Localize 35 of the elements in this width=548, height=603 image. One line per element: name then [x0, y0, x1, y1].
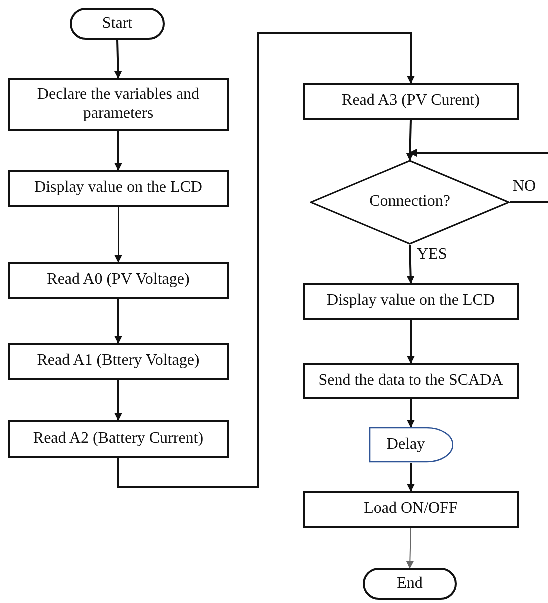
arrow — [409, 149, 548, 157]
node-label: Read A0 (PV Voltage) — [46, 271, 191, 290]
node-label: Display value on the LCD — [34, 179, 204, 198]
arrow — [407, 320, 415, 364]
arrow — [118, 32, 415, 488]
process-box — [8, 170, 229, 207]
node-label: End — [396, 574, 424, 594]
process-box — [8, 78, 229, 131]
node-label: Read A2 (Battery Current) — [32, 430, 205, 448]
node-label: Delay — [386, 436, 426, 454]
process-box — [303, 491, 519, 528]
node-label: Load ON/OFF — [363, 500, 459, 519]
arrow — [114, 131, 122, 171]
process-box — [303, 83, 519, 120]
arrow — [406, 244, 415, 284]
arrow — [407, 399, 415, 428]
process-box — [8, 262, 229, 299]
arrow — [406, 120, 414, 161]
arrow — [114, 299, 122, 344]
arrow — [114, 206, 122, 263]
arrow — [114, 380, 122, 421]
node-label: Start — [101, 14, 134, 34]
node-label: Declare the variables and parameters — [36, 86, 201, 123]
process-box — [303, 283, 519, 320]
arrow — [114, 40, 122, 79]
node-label: Read A3 (PV Curent) — [341, 92, 481, 111]
arrow — [407, 463, 415, 492]
process-box — [8, 420, 229, 458]
node-label: Connection? — [368, 193, 452, 212]
process-box — [8, 343, 229, 380]
node-label: Display value on the LCD — [326, 292, 496, 311]
process-box — [303, 363, 519, 399]
node-label: Send the data to the SCADA — [318, 372, 504, 390]
node-label: Read A1 (Bttery Voltage) — [36, 352, 201, 371]
arrow — [406, 528, 414, 569]
